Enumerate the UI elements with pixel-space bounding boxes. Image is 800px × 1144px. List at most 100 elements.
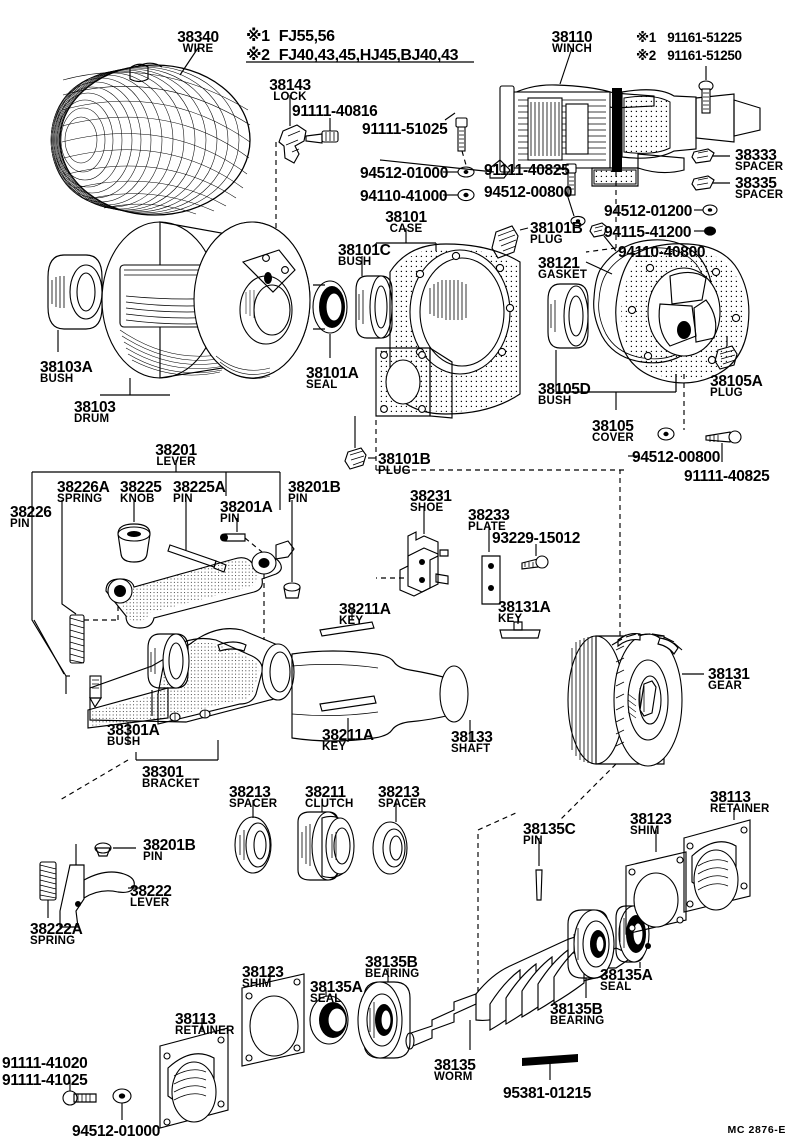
part-key-38131a <box>499 616 541 639</box>
part-number: 38135 <box>434 1057 476 1074</box>
part-label-94115-41200: 94115-41200 <box>604 225 692 241</box>
leader-38226 <box>31 536 70 694</box>
sheet-footer-code: MC 2876-E <box>727 1124 786 1136</box>
part-number: 91111-40816 <box>292 103 378 120</box>
note-mark-1: ※1 FJ55,56 <box>246 26 335 46</box>
part-description: PIN <box>220 513 240 526</box>
part-pin-38226 <box>89 675 103 709</box>
part-key-95381-01215 <box>522 1054 578 1080</box>
part-number: 38133 <box>451 729 493 746</box>
part-number: 38301 <box>142 764 184 781</box>
part-description: BUSH <box>40 373 74 386</box>
part-description: SHIM <box>242 978 272 991</box>
part-number: 38222A <box>30 921 83 938</box>
part-number: 38101B <box>378 451 431 468</box>
note-mark-1-symbol: ※1 <box>246 28 270 45</box>
part-number: 38211A <box>322 727 374 744</box>
part-description: SPACER <box>378 798 427 811</box>
part-bearing-38135b-right <box>567 909 615 998</box>
part-number: 38335 <box>735 175 777 192</box>
part-case-38101 <box>375 228 628 471</box>
part-label-94512-00800: 94512-00800 <box>632 449 721 466</box>
part-description: PLUG <box>710 387 743 400</box>
part-number: 94110-41000 <box>360 188 448 205</box>
part-label-94110-41000: 94110-41000 <box>360 188 448 205</box>
part-description: CASE <box>389 223 423 236</box>
part-label-91111-41020: 91111-41020 <box>2 1055 88 1072</box>
part-description: SEAL <box>306 379 338 392</box>
part-number: 38135A <box>310 979 363 996</box>
part-plug-38101b-lower <box>344 416 376 470</box>
part-description: SPRING <box>30 935 76 948</box>
part-label-95381-01215: 95381-01215 <box>503 1086 591 1102</box>
part-pin-38201a <box>220 518 263 553</box>
part-number: 38103A <box>40 359 93 376</box>
part-description: KNOB <box>120 493 155 506</box>
part-number: 38123 <box>242 964 284 981</box>
part-shaft-38133 <box>291 650 471 742</box>
part-bearing-38135b-left <box>357 968 411 1059</box>
part-number: 38222 <box>130 883 172 900</box>
washer-94512-00800-lower <box>628 427 675 457</box>
part-number: 94512-01000 <box>72 1123 161 1140</box>
part-shim-38123-right <box>625 830 687 935</box>
part-pin-38201b-top <box>283 500 301 599</box>
part-bush-38101c <box>355 256 393 339</box>
part-number: 38225A <box>173 479 226 496</box>
part-description: PLATE <box>468 521 506 534</box>
nut-94110-41000 <box>443 188 475 202</box>
part-bush-38301a <box>147 633 190 716</box>
part-number: 38301A <box>107 722 160 739</box>
part-plug-38105a <box>714 336 738 370</box>
part-gear-38131 <box>559 470 704 821</box>
part-number: 38213 <box>229 784 271 801</box>
part-cover-38105 <box>615 243 750 430</box>
washer-94512-01200 <box>694 204 718 216</box>
part-spacer-38213-left <box>234 800 272 874</box>
part-number: 91111-41020 <box>2 1055 88 1072</box>
bolt-91161 <box>698 66 714 114</box>
part-description: KEY <box>322 741 347 754</box>
part-bush-38103a <box>47 254 103 352</box>
part-number: 38101C <box>338 242 391 259</box>
part-number: 38201B <box>143 837 196 854</box>
part-description: WIRE <box>182 43 214 56</box>
part-description: PIN <box>173 493 193 506</box>
part-description: PIN <box>143 851 163 864</box>
part-number: 38213 <box>378 784 420 801</box>
note-mark-2-symbol: ※2 <box>246 47 270 64</box>
part-description: BUSH <box>538 395 572 408</box>
part-label-94512-01200: 94512-01200 <box>604 204 692 220</box>
part-lever-38201 <box>105 540 295 640</box>
part-description: SPRING <box>57 493 103 506</box>
bolt-91111-40825-upper <box>556 163 577 196</box>
part-description: PIN <box>523 835 543 848</box>
part-number: 94512-00800 <box>484 184 573 201</box>
part-description: LOCK <box>273 91 307 104</box>
part-number: 38201B <box>288 479 341 496</box>
spacer-38333 <box>691 148 730 164</box>
part-label-93229-15012: 93229-15012 <box>492 531 580 547</box>
note-right-1-text: 91161-51225 <box>667 30 742 45</box>
part-number: 94512-00800 <box>632 449 721 466</box>
